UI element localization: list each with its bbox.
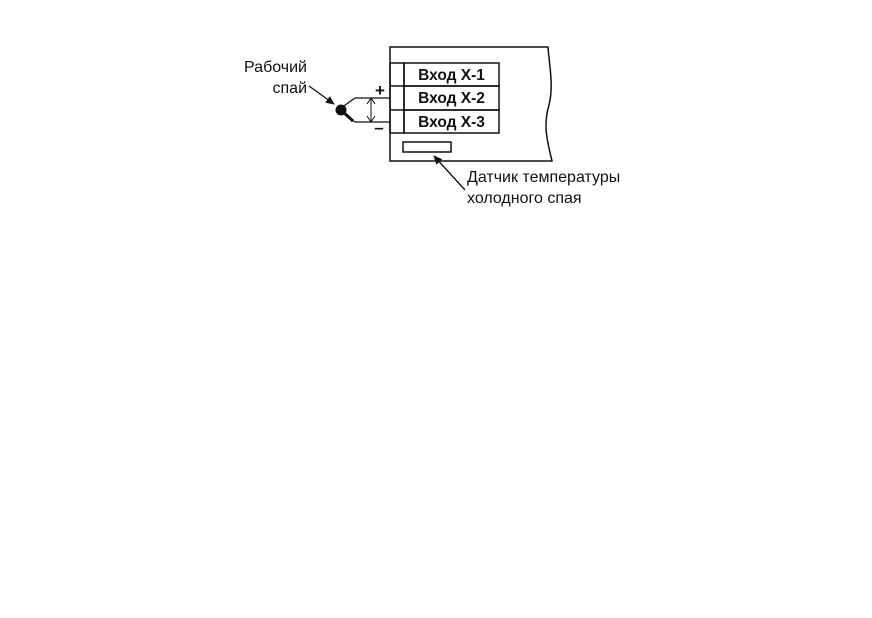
hot-junction-label-line2: спай [273, 80, 308, 97]
cold-junction-label-line1: Датчик температуры [467, 169, 620, 186]
terminal-block: Вход Х-1 Вход Х-2 Вход Х-3 [389, 62, 500, 134]
hot-junction-label-line1: Рабочий [244, 59, 307, 76]
device-housing [389, 46, 553, 162]
terminal-strip [389, 62, 405, 134]
hot-junction-leader [308, 85, 335, 105]
cold-junction-label-line2: холодного спая [467, 190, 582, 207]
hot-junction-dot [335, 104, 347, 116]
cold-junction-leader [433, 155, 466, 191]
terminal-x1-label: Вход Х-1 [418, 67, 485, 84]
terminal-x3-box [403, 109, 500, 134]
cold-junction-sensor [402, 141, 452, 153]
terminal-x2-label: Вход Х-2 [418, 90, 485, 107]
terminal-x3-label: Вход Х-3 [418, 114, 485, 131]
plus-sign: + [375, 81, 385, 100]
minus-sign: – [374, 118, 383, 137]
